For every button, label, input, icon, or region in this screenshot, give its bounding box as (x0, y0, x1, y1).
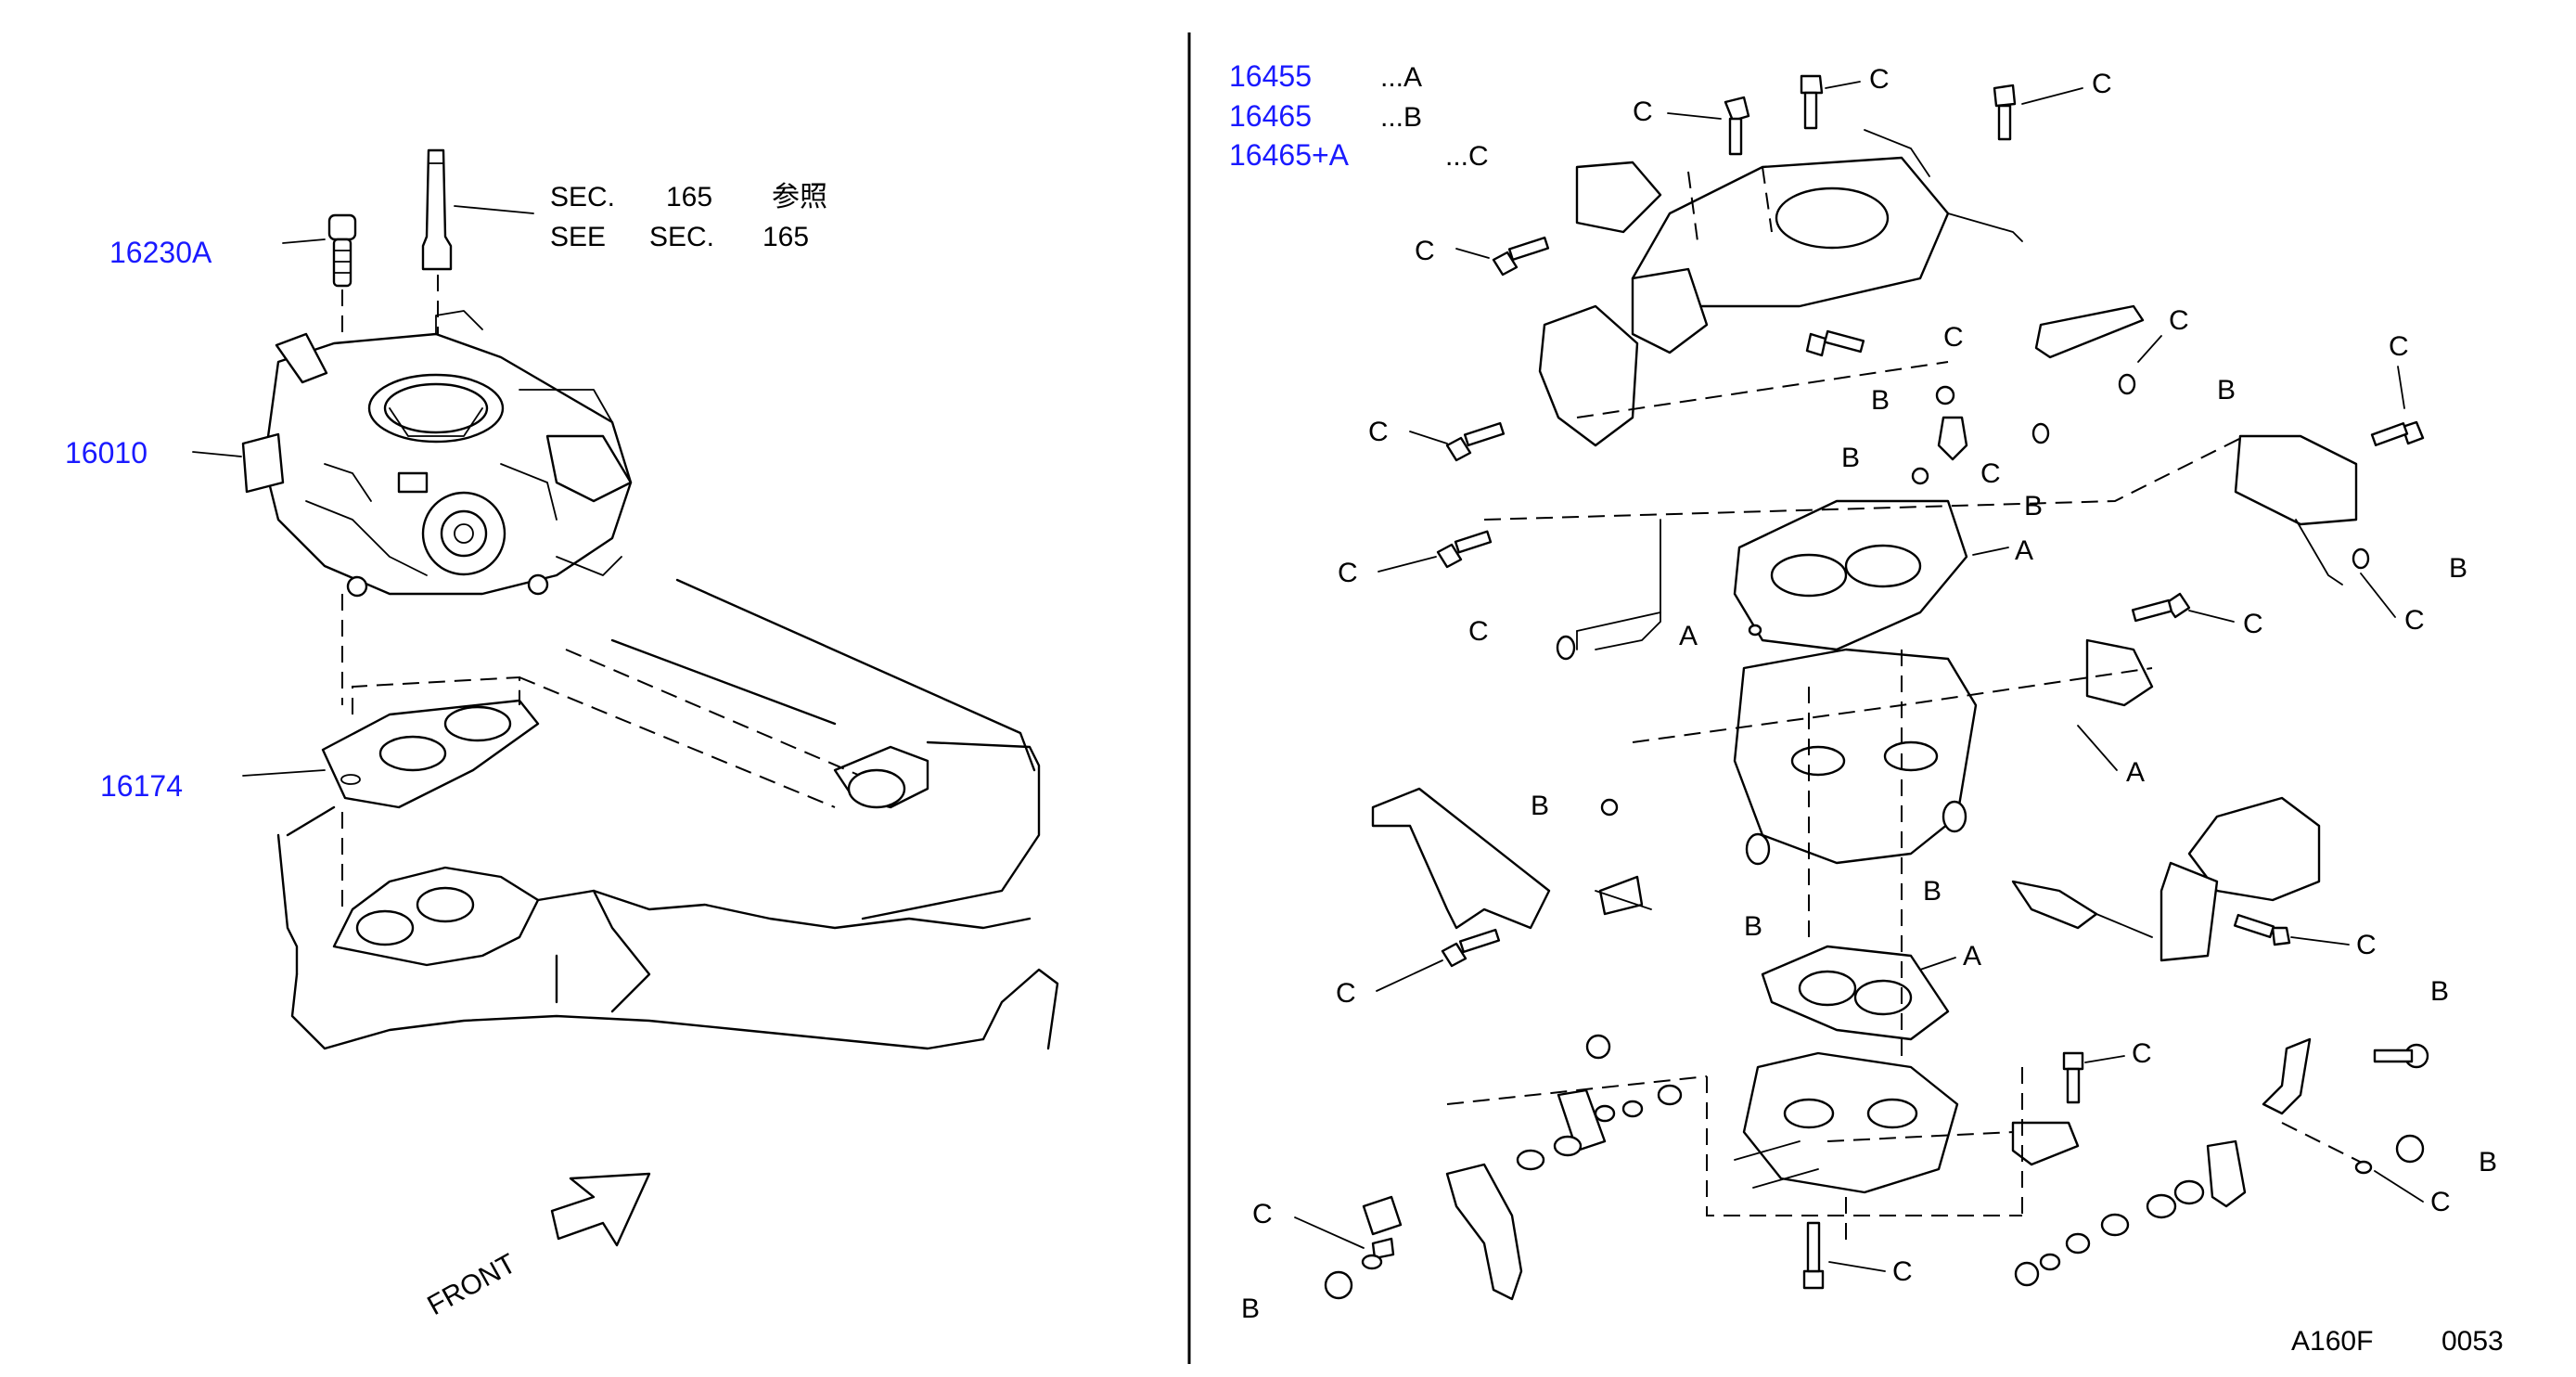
callout-c-11: C (1468, 616, 1489, 647)
callout-a-1: A (2015, 535, 2033, 566)
carburetor-assembly-drawing (241, 310, 633, 598)
front-arrow: FRONT (422, 1172, 651, 1321)
sec-ref-line2-b: SEC. (649, 222, 714, 252)
callout-c-4: C (1415, 236, 1435, 266)
front-label: FRONT (422, 1248, 520, 1321)
callout-c-1: C (1633, 97, 1653, 127)
callout-c-10: C (1338, 558, 1358, 588)
part-16174-label[interactable]: 16174 (100, 769, 183, 803)
callout-c-9: C (1980, 458, 2001, 489)
leader-sec-ref (454, 205, 534, 214)
legend-code-c: ...C (1445, 141, 1489, 172)
callout-b-2: B (1841, 443, 1860, 473)
legend: 16455 ...A 16465 ...B 16465+A ...C (1229, 59, 1489, 172)
carburetor-body-drawing (1371, 434, 2358, 962)
linkage-parts-drawing (1362, 611, 2312, 1301)
legend-part-16465[interactable]: 16465 (1229, 99, 1312, 133)
small-parts-b-drawing (1361, 304, 2373, 1270)
callouts-b: B B B B B B B B B B B (1241, 375, 2497, 1324)
callout-c-17: C (2430, 1187, 2451, 1217)
callout-c-16: C (2132, 1038, 2152, 1069)
legend-code-b: ...B (1380, 102, 1422, 133)
engine-manifold-drawing (276, 578, 1059, 1050)
right-panel: 16455 ...A 16465 ...B 16465+A ...C (1229, 59, 2504, 1357)
callout-c-13: C (2404, 605, 2425, 636)
bolt-16230A-drawing (327, 213, 357, 288)
callout-c-5: C (1943, 322, 1964, 353)
callout-b-11: B (1241, 1293, 1260, 1324)
leader-16010 (192, 451, 242, 457)
callout-b-1: B (1871, 385, 1890, 416)
callout-c-8: C (1368, 417, 1389, 447)
assembly-lines (1446, 361, 2376, 1243)
legend-part-16455[interactable]: 16455 (1229, 59, 1312, 93)
footer-number: 0053 (2441, 1326, 2504, 1357)
carburetor-top-cover-drawing (1538, 129, 2023, 447)
callout-c-6: C (2169, 305, 2189, 336)
callout-b-8: B (1923, 876, 1942, 907)
callout-c-3: C (2092, 69, 2112, 99)
callout-b-10: B (2479, 1147, 2497, 1178)
sec-ref-line1-b: 165 (666, 182, 712, 212)
callout-a-3: A (2126, 757, 2145, 788)
section-reference: SEC. 165 参照 SEE SEC. 165 (454, 182, 827, 252)
callout-c-18: C (1252, 1199, 1273, 1229)
callout-c-7: C (2389, 331, 2409, 362)
legend-code-a: ...A (1380, 62, 1422, 93)
left-panel: 16230A 16010 16174 SEC. 165 参照 SEE SEC. … (65, 148, 1059, 1321)
callout-b-7: B (1744, 911, 1762, 942)
callout-c-14: C (2356, 930, 2377, 960)
stud-sec165-drawing (421, 148, 453, 271)
sec-ref-line1-c: 参照 (772, 182, 827, 212)
callout-b-4: B (2024, 491, 2043, 521)
gasket-a-top-drawing (1733, 499, 1968, 651)
callout-c-2: C (1869, 64, 1890, 95)
callout-b-9: B (2430, 976, 2449, 1007)
sec-ref-line2-a: SEE (550, 222, 606, 252)
callout-c-19: C (1892, 1256, 1913, 1287)
leader-16230A (282, 238, 326, 244)
callout-b-5: B (2449, 553, 2467, 584)
throttle-base-drawing (1734, 1051, 2080, 1194)
sec-ref-line1-a: SEC. (550, 182, 615, 212)
callout-c-15: C (1336, 978, 1356, 1009)
gasket-16174-drawing (321, 676, 540, 809)
screws-c-drawing (1324, 74, 2429, 1300)
callout-a-4: A (1963, 941, 1981, 972)
legend-part-16465-a[interactable]: 16465+A (1229, 138, 1350, 172)
part-16230A-label[interactable]: 16230A (109, 236, 212, 269)
part-16010-label[interactable]: 16010 (65, 436, 147, 470)
callout-b-6: B (1531, 791, 1549, 821)
callouts-a: A A A A (1679, 535, 2145, 972)
callout-b-3: B (2217, 375, 2236, 405)
callout-a-2: A (1679, 621, 1698, 651)
leader-16174 (242, 769, 326, 777)
callouts-c: C C C C C C C C C C C C C C C (1252, 64, 2451, 1287)
gasket-a-bottom-drawing (1761, 945, 1950, 1041)
footer-code: A160F (2291, 1326, 2373, 1357)
sec-ref-line2-c: 165 (763, 222, 809, 252)
callout-c-12: C (2243, 609, 2263, 639)
